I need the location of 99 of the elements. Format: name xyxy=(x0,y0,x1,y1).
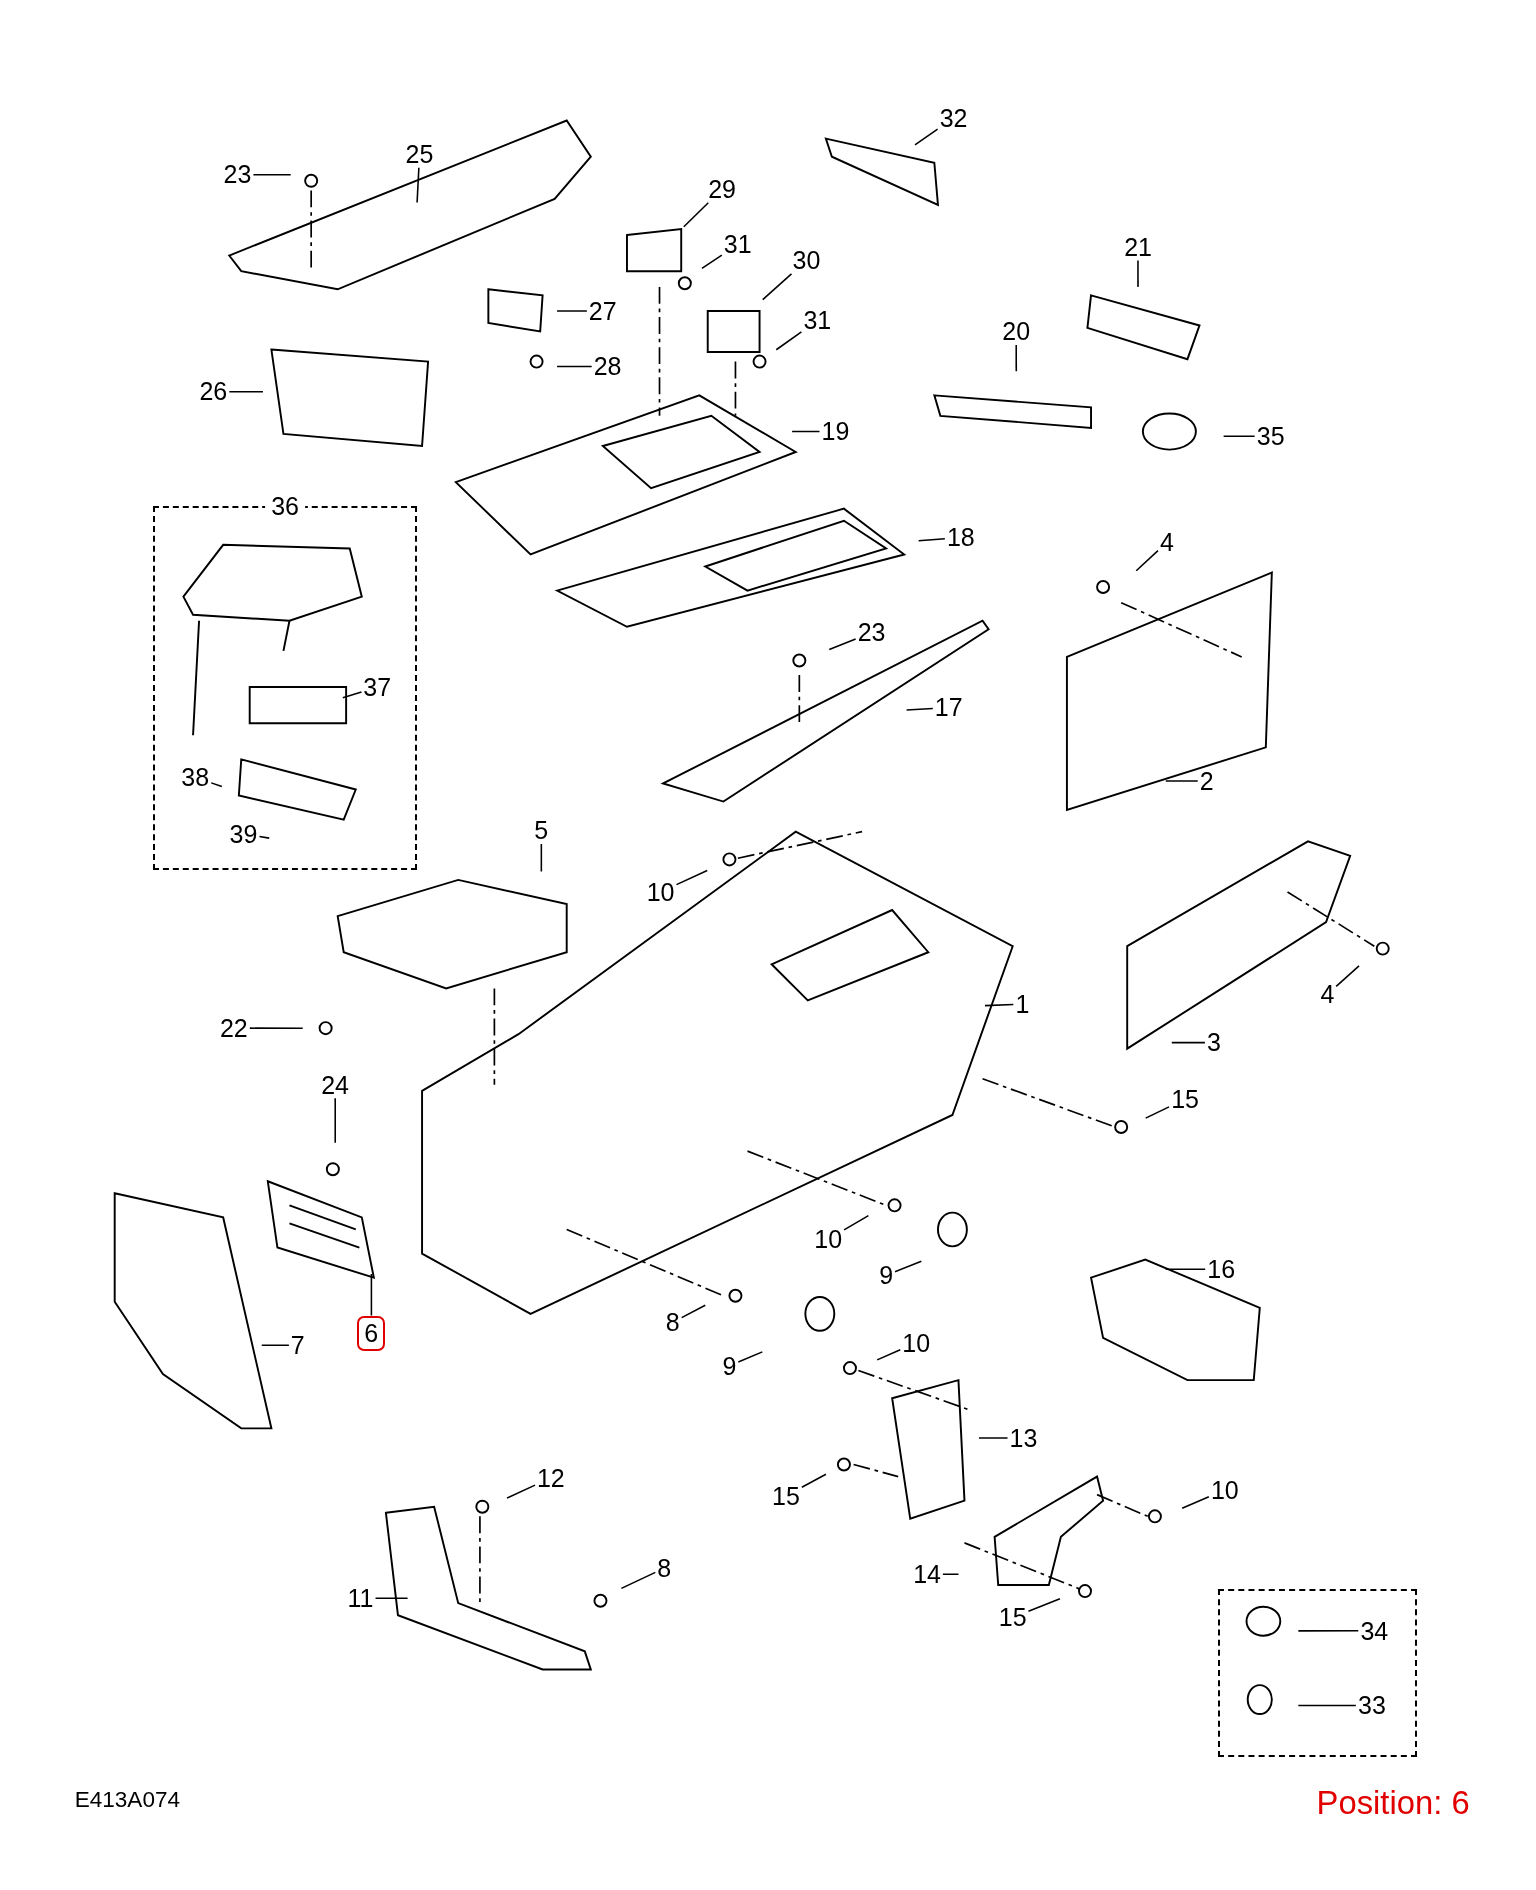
callout-number: 21 xyxy=(1122,233,1154,261)
callout-number: 35 xyxy=(1254,422,1287,450)
callout-number: 10 xyxy=(1208,1476,1241,1504)
leader-line xyxy=(1297,1630,1360,1632)
callout-number: 17 xyxy=(932,694,965,722)
leader-line xyxy=(506,1484,536,1499)
callout-number: 25 xyxy=(403,140,436,168)
callout-number: 8 xyxy=(655,1555,674,1583)
leader-line xyxy=(1137,259,1139,288)
callout-number: 31 xyxy=(721,231,754,259)
callout-number: 30 xyxy=(790,246,823,274)
dashed-group-box xyxy=(1217,1589,1417,1757)
leader-line xyxy=(1297,1704,1357,1707)
leader-line xyxy=(942,1573,960,1575)
leader-line xyxy=(1165,780,1199,782)
leader-line xyxy=(210,782,223,788)
leader-line xyxy=(556,310,588,312)
leader-line xyxy=(761,273,793,301)
leader-line xyxy=(984,1003,1015,1007)
callout-number: 23 xyxy=(221,161,254,189)
leader-line xyxy=(801,1473,827,1489)
leader-line xyxy=(416,167,420,204)
callout-number: 16 xyxy=(1205,1256,1238,1284)
leader-line xyxy=(894,1260,923,1273)
callout-number: 15 xyxy=(996,1604,1029,1632)
leader-line xyxy=(701,254,723,270)
leader-line xyxy=(556,365,593,368)
leader-line xyxy=(737,1351,764,1363)
leader-line xyxy=(1135,549,1159,572)
leader-line xyxy=(675,869,708,886)
callout-number: 33 xyxy=(1356,1692,1388,1720)
callout-number: 15 xyxy=(1169,1086,1201,1114)
callout-number: 1 xyxy=(1013,990,1032,1018)
callout-number: 20 xyxy=(1000,318,1033,346)
leader-line xyxy=(1335,965,1360,988)
callout-number: 14 xyxy=(911,1561,943,1589)
callout-number: 22 xyxy=(217,1014,250,1042)
callout-number: 9 xyxy=(877,1262,896,1290)
callout-number: 11 xyxy=(345,1585,376,1613)
callout-number: 27 xyxy=(586,297,619,325)
callout-number: 19 xyxy=(819,418,852,446)
leader-line xyxy=(1027,1597,1061,1612)
callout-number: 34 xyxy=(1358,1617,1391,1645)
leader-line xyxy=(978,1437,1009,1439)
callout-number: 8 xyxy=(663,1309,682,1337)
callout-number: 18 xyxy=(944,524,977,552)
leader-line xyxy=(1144,1106,1170,1119)
position-note: Position: 6 xyxy=(1316,1786,1470,1820)
callout-number: 4 xyxy=(1158,529,1176,557)
callout-number: 15 xyxy=(770,1482,802,1510)
callout-number: 10 xyxy=(644,878,677,906)
leader-line xyxy=(876,1348,902,1361)
callout-number: 24 xyxy=(319,1071,351,1099)
leader-line xyxy=(249,1027,304,1029)
callout-number: 10 xyxy=(812,1225,845,1253)
callout-number: 29 xyxy=(706,175,738,203)
leader-line xyxy=(914,128,939,146)
callout-number: 3 xyxy=(1205,1029,1223,1057)
leader-line xyxy=(917,538,946,542)
callout-number: 28 xyxy=(591,353,624,380)
leader-line xyxy=(258,835,270,839)
drawing-code: E413A074 xyxy=(74,1789,180,1812)
leader-line xyxy=(370,1273,373,1317)
callout-number: 12 xyxy=(534,1464,567,1492)
callout-number: 31 xyxy=(801,307,834,335)
leader-line xyxy=(620,1571,657,1590)
leader-line xyxy=(1165,1268,1206,1271)
leader-line xyxy=(1015,344,1018,373)
leader-line xyxy=(374,1597,409,1600)
leader-line xyxy=(334,1097,337,1144)
callout-number: 7 xyxy=(288,1332,307,1359)
callout-number: 38 xyxy=(179,764,212,792)
callout-number: 39 xyxy=(227,820,260,848)
callout-number: 10 xyxy=(900,1329,933,1357)
leader-line xyxy=(252,174,292,176)
leader-line xyxy=(680,1304,707,1319)
leader-line xyxy=(791,430,821,433)
callout-number: 23 xyxy=(855,619,888,647)
callout-number: 32 xyxy=(937,104,970,132)
callout-number: 37 xyxy=(361,673,394,701)
leader-line xyxy=(683,201,710,228)
leader-line xyxy=(905,707,934,711)
leader-line xyxy=(1171,1041,1206,1044)
callout-number: 9 xyxy=(720,1352,739,1380)
leader-line xyxy=(1181,1495,1210,1509)
callout-number: 2 xyxy=(1197,767,1216,795)
callout-number: 5 xyxy=(532,817,551,845)
callout-number: 26 xyxy=(197,378,230,406)
leader-line xyxy=(843,1214,870,1231)
leader-line xyxy=(228,390,264,393)
callout-number: 6 xyxy=(357,1315,386,1351)
callout-number: 4 xyxy=(1318,981,1337,1009)
leader-line xyxy=(342,691,363,699)
leader-line xyxy=(1222,435,1256,438)
leader-line xyxy=(260,1344,290,1346)
leader-line xyxy=(775,331,803,351)
leader-line xyxy=(540,843,543,873)
leader-line xyxy=(828,638,857,651)
callout-number: 13 xyxy=(1007,1424,1040,1452)
